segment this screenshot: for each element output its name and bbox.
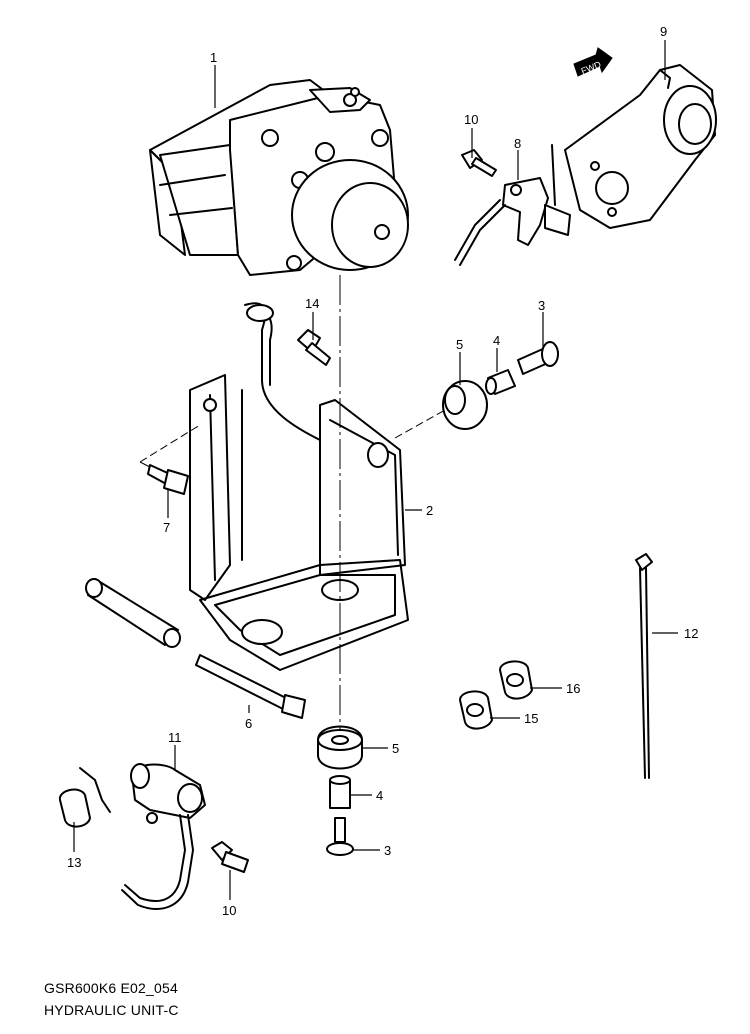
callout-7: 7 [163,520,170,535]
callout-11: 11 [168,730,182,745]
cable-tie-part [635,553,653,779]
callout-13: 13 [67,855,81,870]
sensor-bracket-part [564,64,717,229]
model-code: GSR600K6 E02_054 [44,980,178,996]
callout-labels: 1 9 10 8 3 14 5 4 2 7 12 16 15 6 11 5 4 … [67,24,698,918]
callout-14: 14 [305,296,319,311]
bolt-14-part [297,329,331,366]
callout-1: 1 [210,50,217,65]
callout-8: 8 [514,136,521,151]
callout-4-lower: 4 [376,788,383,803]
bolt-10-bottom-part [211,841,249,873]
callout-3-upper: 3 [538,298,545,313]
alignment-centerline [139,275,446,730]
bolt-3-upper-part [517,341,559,375]
collar-4-lower-part [329,775,351,809]
clip-13-part [58,767,111,828]
pivot-pin-part [85,578,181,648]
bolt-6-part [195,654,306,719]
callout-5-upper: 5 [456,337,463,352]
callout-3-lower: 3 [384,843,391,858]
bolt-10-top-part [461,149,497,177]
mounting-bracket-part [189,302,409,671]
leader-lines [73,40,678,900]
clamp-16-part [499,660,533,700]
callout-10-top: 10 [464,112,478,127]
callout-6: 6 [245,716,252,731]
diagram-title: HYDRAULIC UNIT-C [44,1002,179,1018]
callout-12: 12 [684,626,698,641]
callout-10-bottom: 10 [222,903,236,918]
speed-sensor-part [454,144,571,266]
grommet-5-lower-part [317,725,363,770]
collar-4-upper-part [485,369,516,395]
callout-16: 16 [566,681,580,696]
callout-9: 9 [660,24,667,39]
bolt-7-part [147,464,189,495]
grommet-5-upper-part [442,380,488,430]
clamp-15-part [459,690,493,730]
callout-4-upper: 4 [493,333,500,348]
fwd-arrow-icon: FWD [573,47,613,77]
callout-5-lower: 5 [392,741,399,756]
callout-2: 2 [426,503,433,518]
callout-15: 15 [524,711,538,726]
rear-speed-sensor-part [121,763,206,910]
bolt-3-lower-part [326,817,354,856]
hydraulic-unit-part [149,79,409,276]
